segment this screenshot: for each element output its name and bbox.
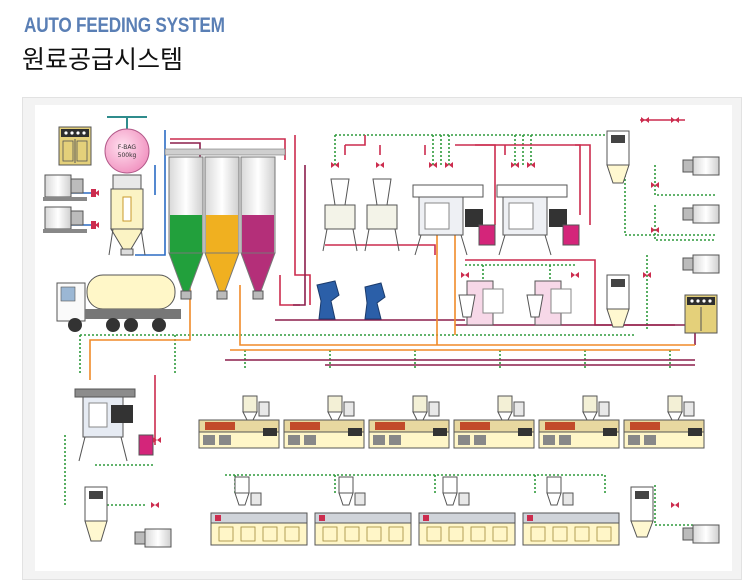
valve-1: [91, 190, 99, 196]
central-blending-unit: [74, 388, 154, 462]
mixing-station-1: [412, 184, 496, 256]
injection-machine-6: [623, 395, 705, 449]
valve-8: [527, 162, 535, 168]
valve-14: [151, 502, 159, 508]
valve-7: [511, 162, 519, 168]
valve-13: [643, 272, 651, 278]
silo-green-material: [170, 215, 202, 253]
injection-machine-3: [368, 395, 450, 449]
injection-machine-4: [453, 395, 535, 449]
extruder-1: [210, 476, 308, 546]
blower-bottom-left: [134, 528, 172, 548]
injection-machine-2: [283, 395, 365, 449]
loader-right-mid: [606, 274, 630, 328]
extruder-3: [418, 476, 516, 546]
bag-unloading-station: F-BAG 500kg: [104, 116, 150, 256]
control-cabinet-right: [684, 294, 718, 334]
silo-yellow-material: [206, 215, 238, 253]
dryer-2: [526, 280, 572, 326]
bag-label-2: 500kg: [118, 152, 137, 159]
valve-11: [651, 182, 659, 188]
diagram-panel: F-BAG 500kg: [35, 105, 732, 571]
injection-machines-row: [198, 395, 705, 449]
extruder-4: [522, 476, 620, 546]
loader-right-bottom: [630, 486, 654, 538]
valve-4: [376, 162, 384, 168]
silo-green: [168, 156, 204, 300]
blower-right-2: [682, 204, 720, 224]
loader-bottom-left: [84, 486, 108, 542]
mixing-station-2: [496, 184, 580, 256]
blower-top-left: [43, 174, 96, 201]
hopper-station-a: [322, 178, 358, 252]
valve-17: [461, 272, 469, 278]
valve-18: [571, 272, 579, 278]
diagram-frame: F-BAG 500kg: [22, 97, 742, 580]
granulator-1: [316, 280, 340, 320]
valve-10: [671, 117, 679, 123]
extruders-row: [210, 476, 620, 546]
valve-16: [153, 437, 161, 443]
granulator-2: [364, 282, 386, 320]
loader-right-top: [606, 130, 630, 184]
dryer-1: [458, 280, 504, 326]
bag-label-1: F-BAG: [118, 144, 137, 151]
injection-machine-5: [538, 395, 620, 449]
title-korean: 원료공급시스템: [22, 45, 184, 74]
silo-magenta-material: [242, 215, 274, 253]
valve-6: [445, 162, 453, 168]
valve-2: [91, 222, 99, 228]
extruder-2: [314, 476, 412, 546]
valve-15: [671, 502, 679, 508]
blower-right-4: [682, 524, 720, 544]
silo-magenta: [240, 156, 276, 300]
title-english: AUTO FEEDING SYSTEM: [24, 14, 225, 37]
blower-right-3: [682, 254, 720, 274]
silo-yellow: [204, 156, 240, 300]
blower-right-1: [682, 156, 720, 176]
bulk-truck: [56, 274, 181, 332]
valve-3: [331, 162, 339, 168]
silo-group: [164, 148, 286, 300]
control-cabinet-top-left: [58, 126, 92, 166]
valve-9: [641, 117, 649, 123]
valve-5: [429, 162, 437, 168]
valve-12: [651, 227, 659, 233]
valve-group: [91, 117, 679, 508]
hopper-station-b: [364, 178, 400, 252]
injection-machine-1: [198, 395, 280, 449]
feeding-system-diagram: F-BAG 500kg: [43, 116, 720, 548]
blower-mid-left: [43, 206, 96, 233]
